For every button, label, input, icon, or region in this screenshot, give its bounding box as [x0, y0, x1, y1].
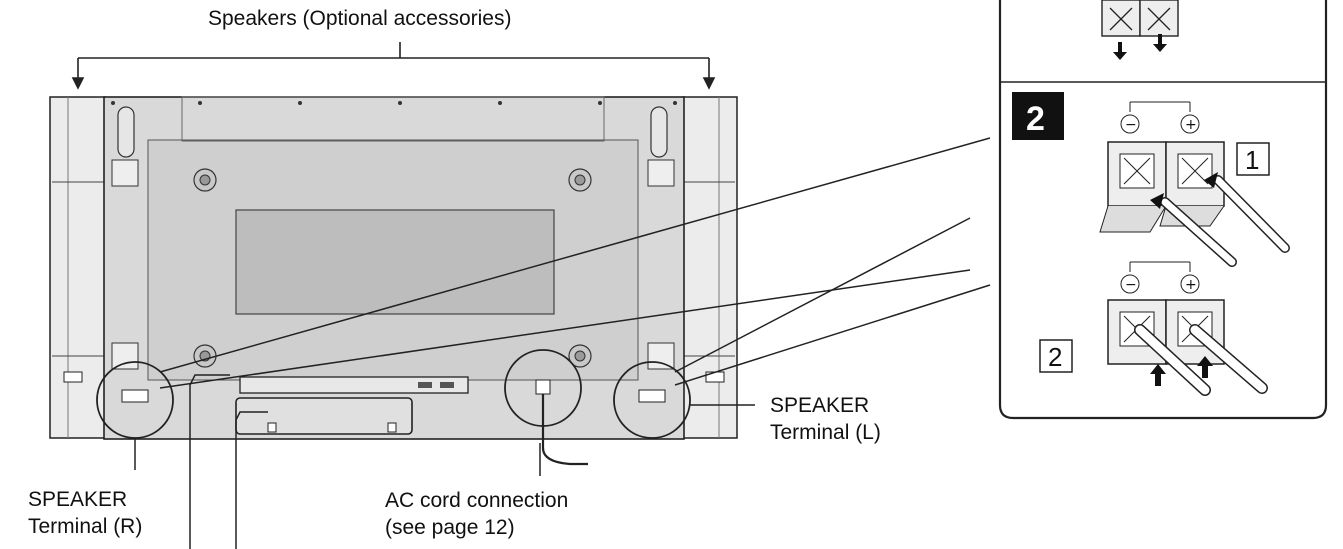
tv-rear-panel	[103, 96, 685, 440]
inset-panel: 2 − + 1	[998, 0, 1328, 420]
step-number: 2	[1026, 100, 1045, 138]
substep1-box	[1236, 142, 1270, 176]
terminal-l-jack	[638, 389, 666, 403]
speakers-bracket	[71, 42, 716, 90]
callout-terminal-l	[613, 361, 691, 439]
speaker-terminal-l-label-line2: Terminal (L)	[770, 421, 881, 444]
label-leaders	[134, 374, 755, 549]
polarity-plus-1: +	[1185, 117, 1197, 133]
terminal-r-jack	[121, 389, 149, 403]
speakers-label: Speakers (Optional accessories)	[208, 7, 512, 30]
polarity-minus-2: −	[1125, 277, 1137, 293]
ac-cord	[541, 388, 588, 466]
step-badge	[1012, 92, 1064, 140]
speaker-terminal-r-label-line1: SPEAKER	[28, 488, 128, 511]
ac-cord-label-line1: AC cord connection	[385, 489, 569, 512]
substep1-terminal: − +	[1099, 101, 1290, 267]
speaker-terminal-r-label-line2: Terminal (R)	[28, 515, 143, 538]
substep2-terminal: − +	[1107, 261, 1268, 396]
polarity-plus-2: +	[1185, 277, 1197, 293]
ac-cord-label-line2: (see page 12)	[385, 516, 515, 539]
substep1-number: 1	[1245, 145, 1259, 175]
zoom-lines	[159, 137, 991, 389]
substep2-box	[1039, 339, 1073, 373]
substep2-number: 2	[1048, 342, 1062, 372]
step1-terminal-partial	[1101, 0, 1179, 60]
polarity-minus-1: −	[1125, 117, 1137, 133]
speaker-terminal-l-label-line1: SPEAKER	[770, 394, 870, 417]
